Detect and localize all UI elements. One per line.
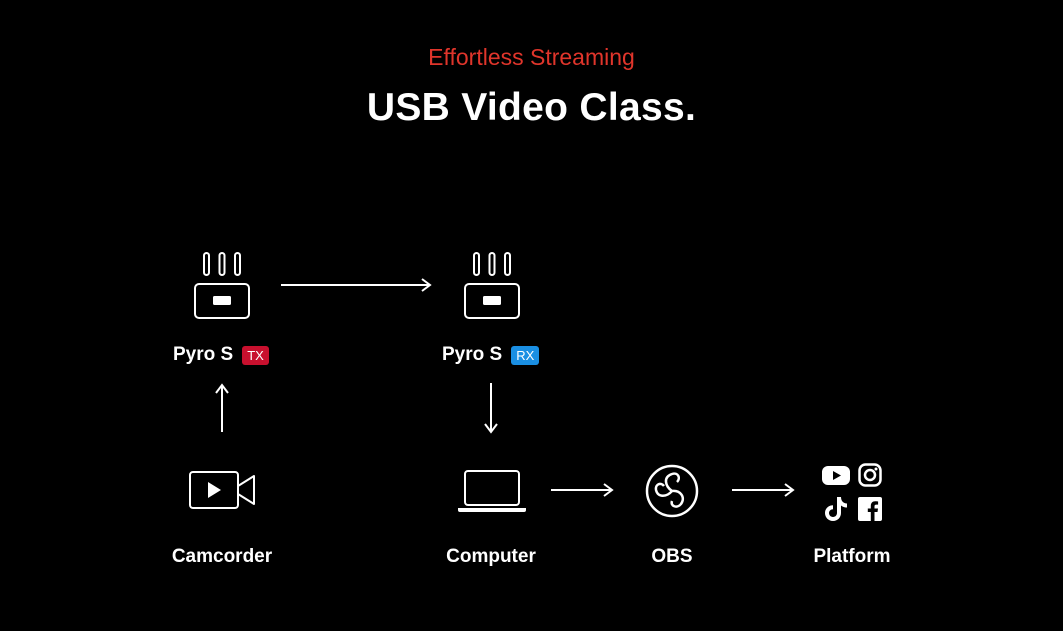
arrow-rx-to-computer	[483, 383, 499, 435]
tx-name: Pyro S	[173, 344, 234, 365]
rx-badge: RX	[511, 345, 540, 365]
tx-badge: TX	[242, 345, 269, 365]
computer-label: Computer	[446, 546, 536, 567]
arrow-camcorder-to-tx	[214, 383, 230, 433]
obs-label: OBS	[651, 546, 693, 567]
platform-label: Platform	[813, 546, 891, 567]
facebook-icon	[858, 497, 882, 521]
wireless-receiver-icon	[462, 251, 522, 321]
arrow-tx-to-rx	[281, 277, 433, 293]
camcorder-label: Camcorder	[171, 546, 273, 567]
arrow-computer-to-obs	[551, 482, 615, 498]
eyebrow-text: Effortless Streaming	[428, 44, 635, 70]
wireless-transmitter-icon	[192, 251, 252, 321]
page-title: USB Video Class.	[366, 86, 697, 129]
tiktok-icon	[824, 496, 848, 522]
arrow-obs-to-platform	[732, 482, 796, 498]
video-camera-icon	[188, 470, 258, 512]
rx-label: Pyro S RX	[442, 344, 540, 366]
youtube-icon	[822, 463, 850, 487]
instagram-icon	[858, 463, 882, 487]
tx-label: Pyro S TX	[173, 344, 269, 366]
obs-logo-icon	[645, 464, 699, 518]
laptop-icon	[456, 468, 528, 514]
rx-name: Pyro S	[442, 344, 503, 365]
